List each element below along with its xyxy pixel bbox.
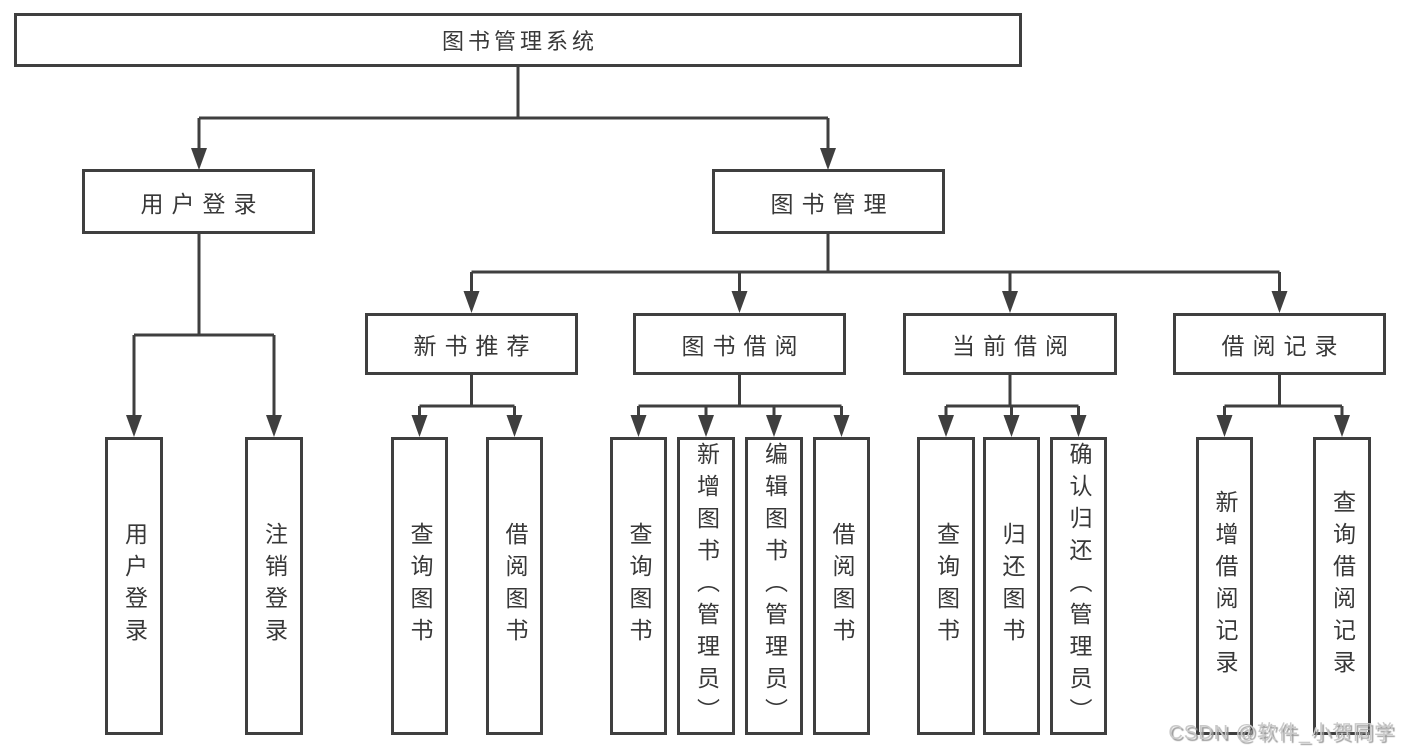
leaf-confirm-return-admin: 确认归还（管理员） xyxy=(1050,437,1107,735)
watermark: CSDN @软件_小贺同学 xyxy=(1168,722,1395,744)
arrow-down-icon xyxy=(1334,415,1350,437)
leaf-return-book: 归还图书 xyxy=(983,437,1040,735)
node-new-book-recommend: 新书推荐 xyxy=(365,313,578,375)
leaf-borrow-books: 借阅图书 xyxy=(813,437,870,735)
arrow-down-icon xyxy=(411,415,428,437)
arrow-down-icon xyxy=(126,415,142,437)
connector-root xyxy=(191,67,836,170)
leaf-user-login: 用户登录 xyxy=(105,437,163,735)
arrow-down-icon xyxy=(463,291,480,313)
arrow-down-icon xyxy=(1271,291,1288,313)
arrow-down-icon xyxy=(1216,415,1233,437)
leaf-query-books-borrow: 查询图书 xyxy=(610,437,667,735)
node-current-borrow: 当前借阅 xyxy=(903,313,1117,375)
arrow-down-icon xyxy=(731,291,748,313)
leaf-edit-book-admin: 编辑图书（管理员） xyxy=(745,437,803,735)
node-library-management-system: 图书管理系统 xyxy=(14,13,1022,67)
leaf-add-borrow-record: 新增借阅记录 xyxy=(1196,437,1253,735)
arrow-down-icon xyxy=(1002,291,1018,313)
connector-borrow-records xyxy=(1216,375,1350,437)
arrow-down-icon xyxy=(191,148,207,170)
node-book-management: 图书管理 xyxy=(712,169,945,234)
connector-new-book-recommend xyxy=(411,375,523,437)
node-borrow-records: 借阅记录 xyxy=(1173,313,1386,375)
connector-user-login xyxy=(126,234,282,437)
arrow-down-icon xyxy=(506,415,523,437)
arrow-down-icon xyxy=(766,415,782,437)
connector-book-borrow xyxy=(630,375,850,437)
leaf-logout: 注销登录 xyxy=(245,437,303,735)
arrow-down-icon xyxy=(820,148,836,170)
leaf-add-book-admin: 新增图书（管理员） xyxy=(677,437,735,735)
leaf-query-books-recommend: 查询图书 xyxy=(391,437,448,735)
arrow-down-icon xyxy=(1070,415,1087,437)
arrow-down-icon xyxy=(630,415,647,437)
connector-book-management xyxy=(463,234,1288,313)
leaf-query-books-current: 查询图书 xyxy=(917,437,975,735)
leaf-borrow-books-recommend: 借阅图书 xyxy=(486,437,543,735)
arrow-down-icon xyxy=(938,415,954,437)
leaf-query-borrow-record: 查询借阅记录 xyxy=(1313,437,1371,735)
arrow-down-icon xyxy=(266,415,282,437)
arrow-down-icon xyxy=(833,415,850,437)
arrow-down-icon xyxy=(1003,415,1020,437)
arrow-down-icon xyxy=(698,415,714,437)
node-user-login: 用户登录 xyxy=(82,169,315,234)
node-book-borrow: 图书借阅 xyxy=(633,313,846,375)
connector-current-borrow xyxy=(938,375,1087,437)
